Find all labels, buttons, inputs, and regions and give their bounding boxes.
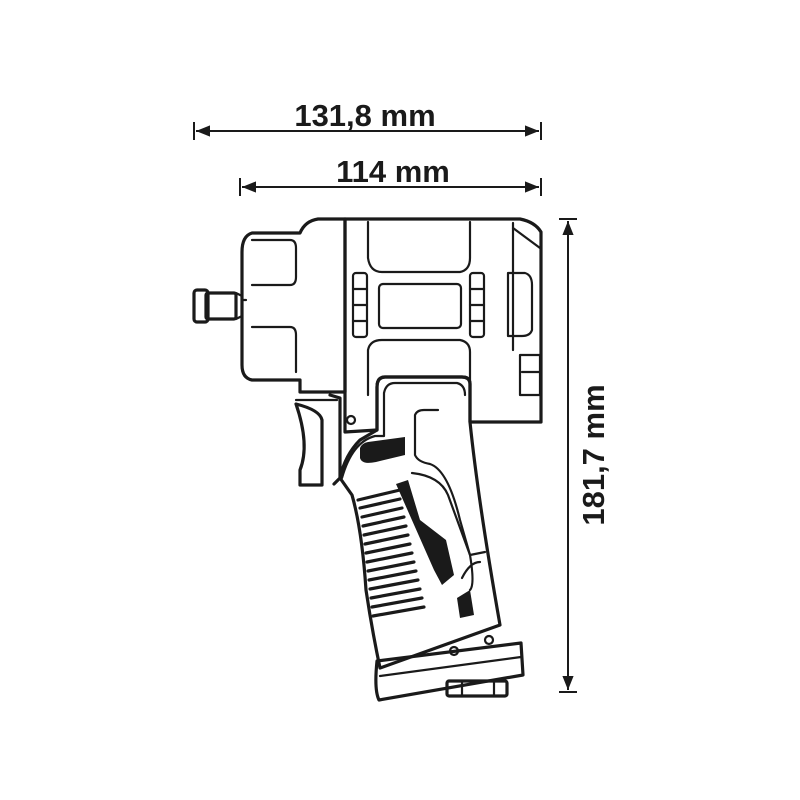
accent-grip xyxy=(396,480,454,585)
reverse-switch-dot xyxy=(345,414,357,426)
rear-cap xyxy=(506,221,542,397)
vent-left xyxy=(351,271,369,339)
accent-upper xyxy=(360,437,405,463)
impact-wrench xyxy=(192,217,543,702)
overall-length-label: 131,8 mm xyxy=(294,98,435,133)
dimension-height: 181,7 mm xyxy=(559,218,611,693)
height-label: 181,7 mm xyxy=(576,384,611,525)
dimension-overall-length: 131,8 mm xyxy=(193,98,542,140)
dimension-body-length: 114 mm xyxy=(239,154,542,196)
motor-housing xyxy=(343,217,543,434)
bottom-nut xyxy=(445,679,509,698)
handle xyxy=(338,375,502,670)
trigger xyxy=(294,393,342,487)
anvil xyxy=(192,288,244,324)
accent-lower xyxy=(457,590,474,618)
base xyxy=(374,634,525,702)
body-length-label: 114 mm xyxy=(336,154,450,189)
front-housing xyxy=(240,217,347,394)
vent-right xyxy=(468,271,486,339)
grip-ribs xyxy=(356,488,426,618)
